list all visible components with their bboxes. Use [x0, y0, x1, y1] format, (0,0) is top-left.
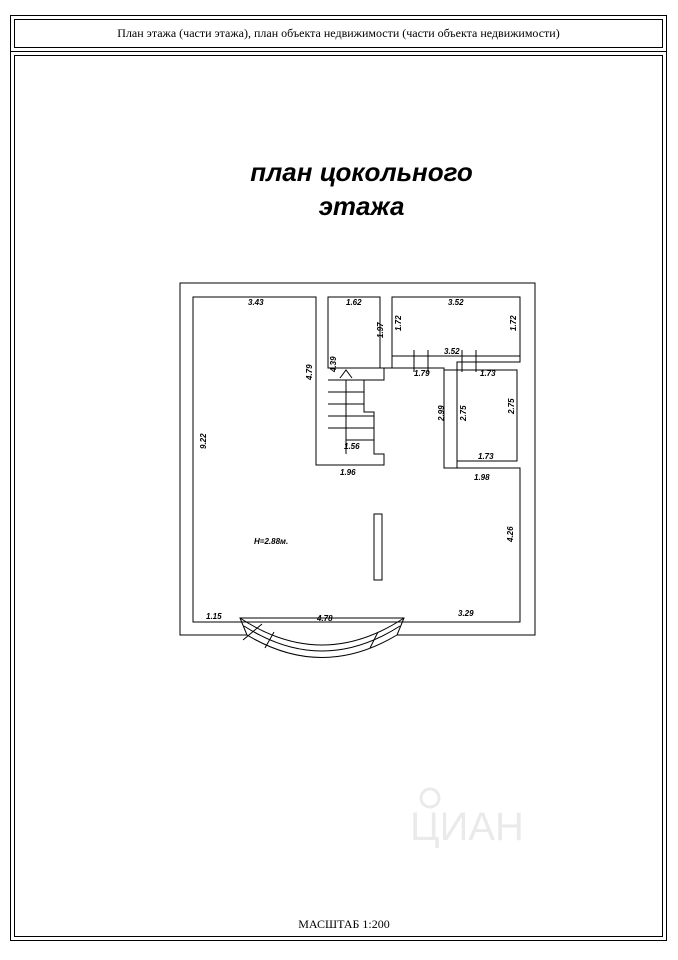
inner-wall-main: [192, 296, 521, 623]
dim-2.75-left: 2.75: [459, 405, 468, 422]
inner-frame: [14, 55, 663, 937]
dim-4.78: 4.78: [316, 614, 333, 623]
svg-text:ЦИАН: ЦИАН: [410, 805, 524, 849]
dim-1.97: 1.97: [376, 322, 385, 338]
dim-1.98: 1.98: [474, 473, 490, 482]
stairs: [328, 369, 374, 454]
dim-1.62: 1.62: [346, 298, 362, 307]
plan-title-line1: план цокольного: [250, 157, 473, 187]
scale-label: МАСШТАБ 1:200: [298, 917, 390, 931]
dim-1.15: 1.15: [206, 612, 222, 621]
dim-2.99: 2.99: [437, 405, 446, 422]
dim-1.73-bottom: 1.73: [478, 452, 494, 461]
dim-1.72-right: 1.72: [509, 315, 518, 331]
wall-corridor: [392, 367, 457, 469]
dim-3.43: 3.43: [248, 298, 264, 307]
dim-3.52-mid: 3.52: [444, 347, 460, 356]
dim-2.75-right: 2.75: [507, 398, 516, 415]
dim-3.29: 3.29: [458, 609, 474, 618]
header-box: План этажа (части этажа), план объекта н…: [11, 16, 666, 52]
dim-4.26: 4.26: [506, 526, 515, 543]
dim-1.79: 1.79: [414, 369, 430, 378]
dim-4.39: 4.39: [329, 356, 338, 373]
plan-title: план цокольного этажа: [0, 155, 678, 223]
dim-1.73-top: 1.73: [480, 369, 496, 378]
dim-4.79: 4.79: [305, 364, 314, 381]
header-text: План этажа (части этажа), план объекта н…: [14, 19, 663, 48]
watermark-logo: ЦИАН: [400, 780, 590, 850]
dim-9.22: 9.22: [199, 433, 208, 449]
dim-1.72-left: 1.72: [394, 315, 403, 331]
height-label: H=2.88м.: [254, 537, 288, 546]
drawing-sheet: План этажа (части этажа), план объекта н…: [10, 15, 667, 941]
plan-title-line2: этажа: [318, 191, 405, 221]
dim-3.52-top: 3.52: [448, 298, 464, 307]
wall-right-column: [444, 369, 518, 462]
bay-window: [239, 617, 405, 658]
partition: [373, 513, 383, 581]
dim-1.96: 1.96: [340, 468, 356, 477]
dim-1.56: 1.56: [344, 442, 360, 451]
